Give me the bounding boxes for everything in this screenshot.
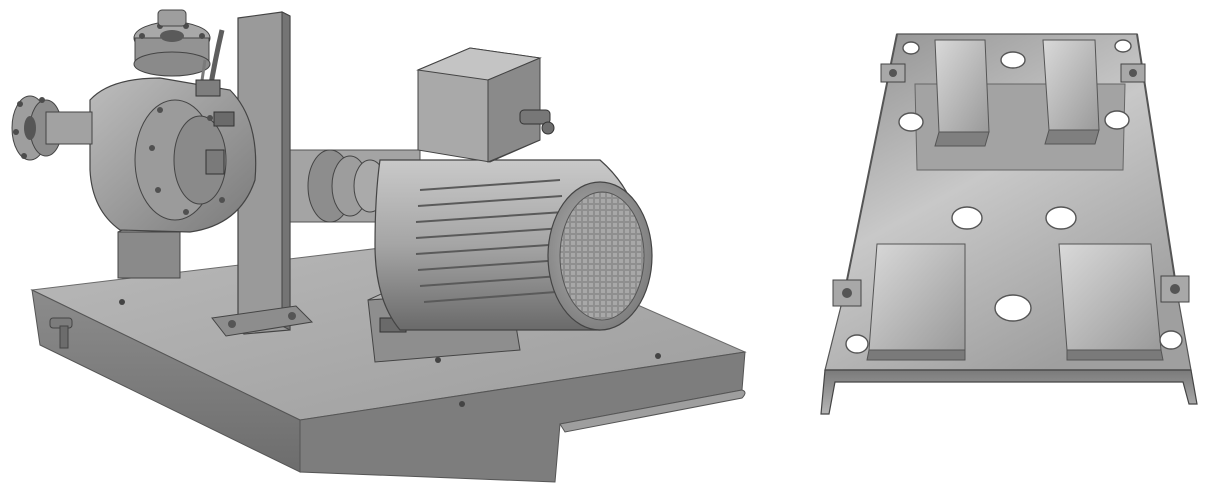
baseplate-drawing [820,33,1198,415]
motor-cooling-fins [415,179,565,303]
mounting-pad-bottom-right [1058,243,1162,351]
baseplate-figure [805,0,1212,485]
pump-motor-assembly-drawing [11,9,747,483]
pump-motor-assembly-figure [11,9,747,483]
plate-holes [845,39,1183,354]
column-base-plate [211,305,314,337]
mounting-pad-top-left [934,39,990,133]
plate-front-flange [820,369,1198,415]
mounting-pad-bottom-left [868,243,966,351]
pump-support-block [117,231,181,279]
mounting-pad-top-right [1042,39,1100,131]
